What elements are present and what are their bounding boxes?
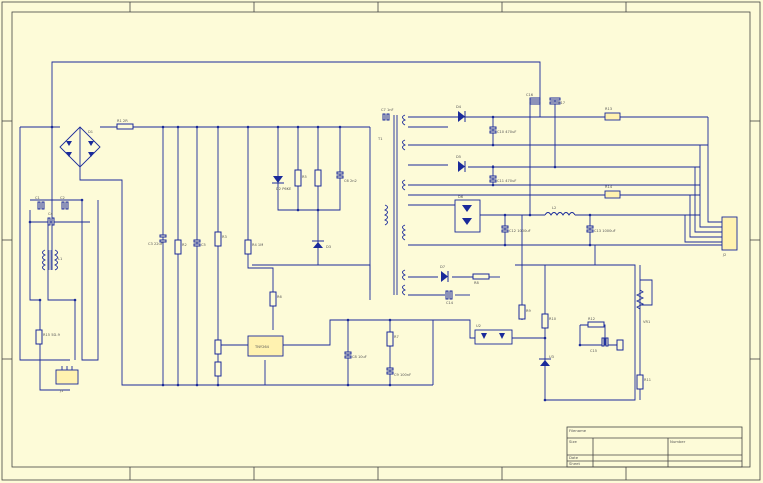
r-ic-label: R7 [394,335,399,339]
cap-comp-label: C15 [590,349,597,353]
ntc-label: R15 5D-9 [43,333,61,337]
ic-label: TNY264 [254,345,270,349]
bridge-rectifier: D1 [59,126,101,168]
r-comp-label: R12 [588,317,595,321]
cap-main2-label: C5 [201,243,206,247]
title-block-number: Number [670,439,686,444]
d-out1-label: D4 [456,105,462,109]
cap-aux-label: C14 [446,301,454,305]
cap-snub-label: C6 2n2 [344,179,357,183]
cap-main-label: C3 22uF [148,242,163,246]
input-filter: C1 C2 C4 L1 R15 5D-9 J1 [35,196,79,393]
r-snub-label: R5 [302,175,307,179]
r-fb-label: R6 [277,295,282,299]
diode-snub-label: D3 [326,245,331,249]
bridge-label: D1 [88,130,93,134]
switcher-ic: TNY264 R6 C8 10uF R7 C9 100nF [247,291,411,377]
cap-out3-label: C12 1000uF [509,229,531,233]
title-block-date: Date [569,455,579,460]
feedback-section: D7 R8 C14 U2 R9 R10 U3 R12 C15 VR1 R11 [440,265,651,390]
ac-in-label: J1 [59,389,63,393]
bridge-out-label: D6 [458,195,464,199]
r-div1-label: R10 [549,317,557,321]
y-capacitor: C7 1nF [381,108,394,121]
dc-bus-components: C3 22uF R2 C5 R3 R4 1M [148,231,263,377]
cap-out1-label: C10 470uF [497,130,516,134]
r-aux-label: R8 [474,281,479,285]
cap-top-label: C16 [526,93,534,97]
cap-x1-label: C1 [35,196,40,200]
inductor-label: L2 [552,206,556,210]
junction-dots [28,115,592,402]
cap-x2-label: C2 [60,196,65,200]
snubber-network: D2 P6KE R5 C6 2n2 D3 [272,169,357,249]
r-out2-label: R14 [605,185,613,189]
cap-ic2-label: C9 100nF [394,373,411,377]
opto-label: U2 [476,324,481,328]
choke-label: L1 [58,257,62,261]
title-block: Filename Size Number Date Sheet [566,426,743,468]
zener-snub-label: D2 P6KE [276,187,292,191]
transformer [383,114,407,296]
d-aux-label: D7 [440,265,445,269]
cap-out4-label: C13 1000uF [594,229,616,233]
r-start2-label: R4 1M [252,243,263,247]
cap-y-label: C7 1nF [381,108,394,112]
cap-top2-label: C17 [558,101,565,105]
fuse-resistor: R1 2R [116,119,134,130]
cap-x3-label: C4 [48,212,54,216]
cap-ic-label: C8 10uF [352,355,367,359]
output-connector: J2 [721,216,738,257]
d-out2-label: D5 [456,155,461,159]
title-block-title: Filename [569,428,587,433]
tl431-label: U3 [549,355,554,359]
pot-label: VR1 [643,320,650,324]
cap-out2-label: C11 470uF [497,179,516,183]
title-block-size: Size [569,439,577,444]
r-div2-label: R11 [644,378,651,382]
fuse-resistor-label: R1 2R [117,119,128,123]
output-stage: D4 C10 470uF D5 C11 470uF D6 C12 1000uF … [454,93,621,233]
r-start-label: R3 [222,235,227,239]
out-conn-label: J2 [722,253,726,257]
transformer-label: T1 [377,137,382,141]
r-bleed-label: R2 [182,243,187,247]
title-block-sheet: Sheet [569,461,580,466]
r-opto-label: R9 [526,309,531,313]
r-out1-label: R13 [605,107,612,111]
